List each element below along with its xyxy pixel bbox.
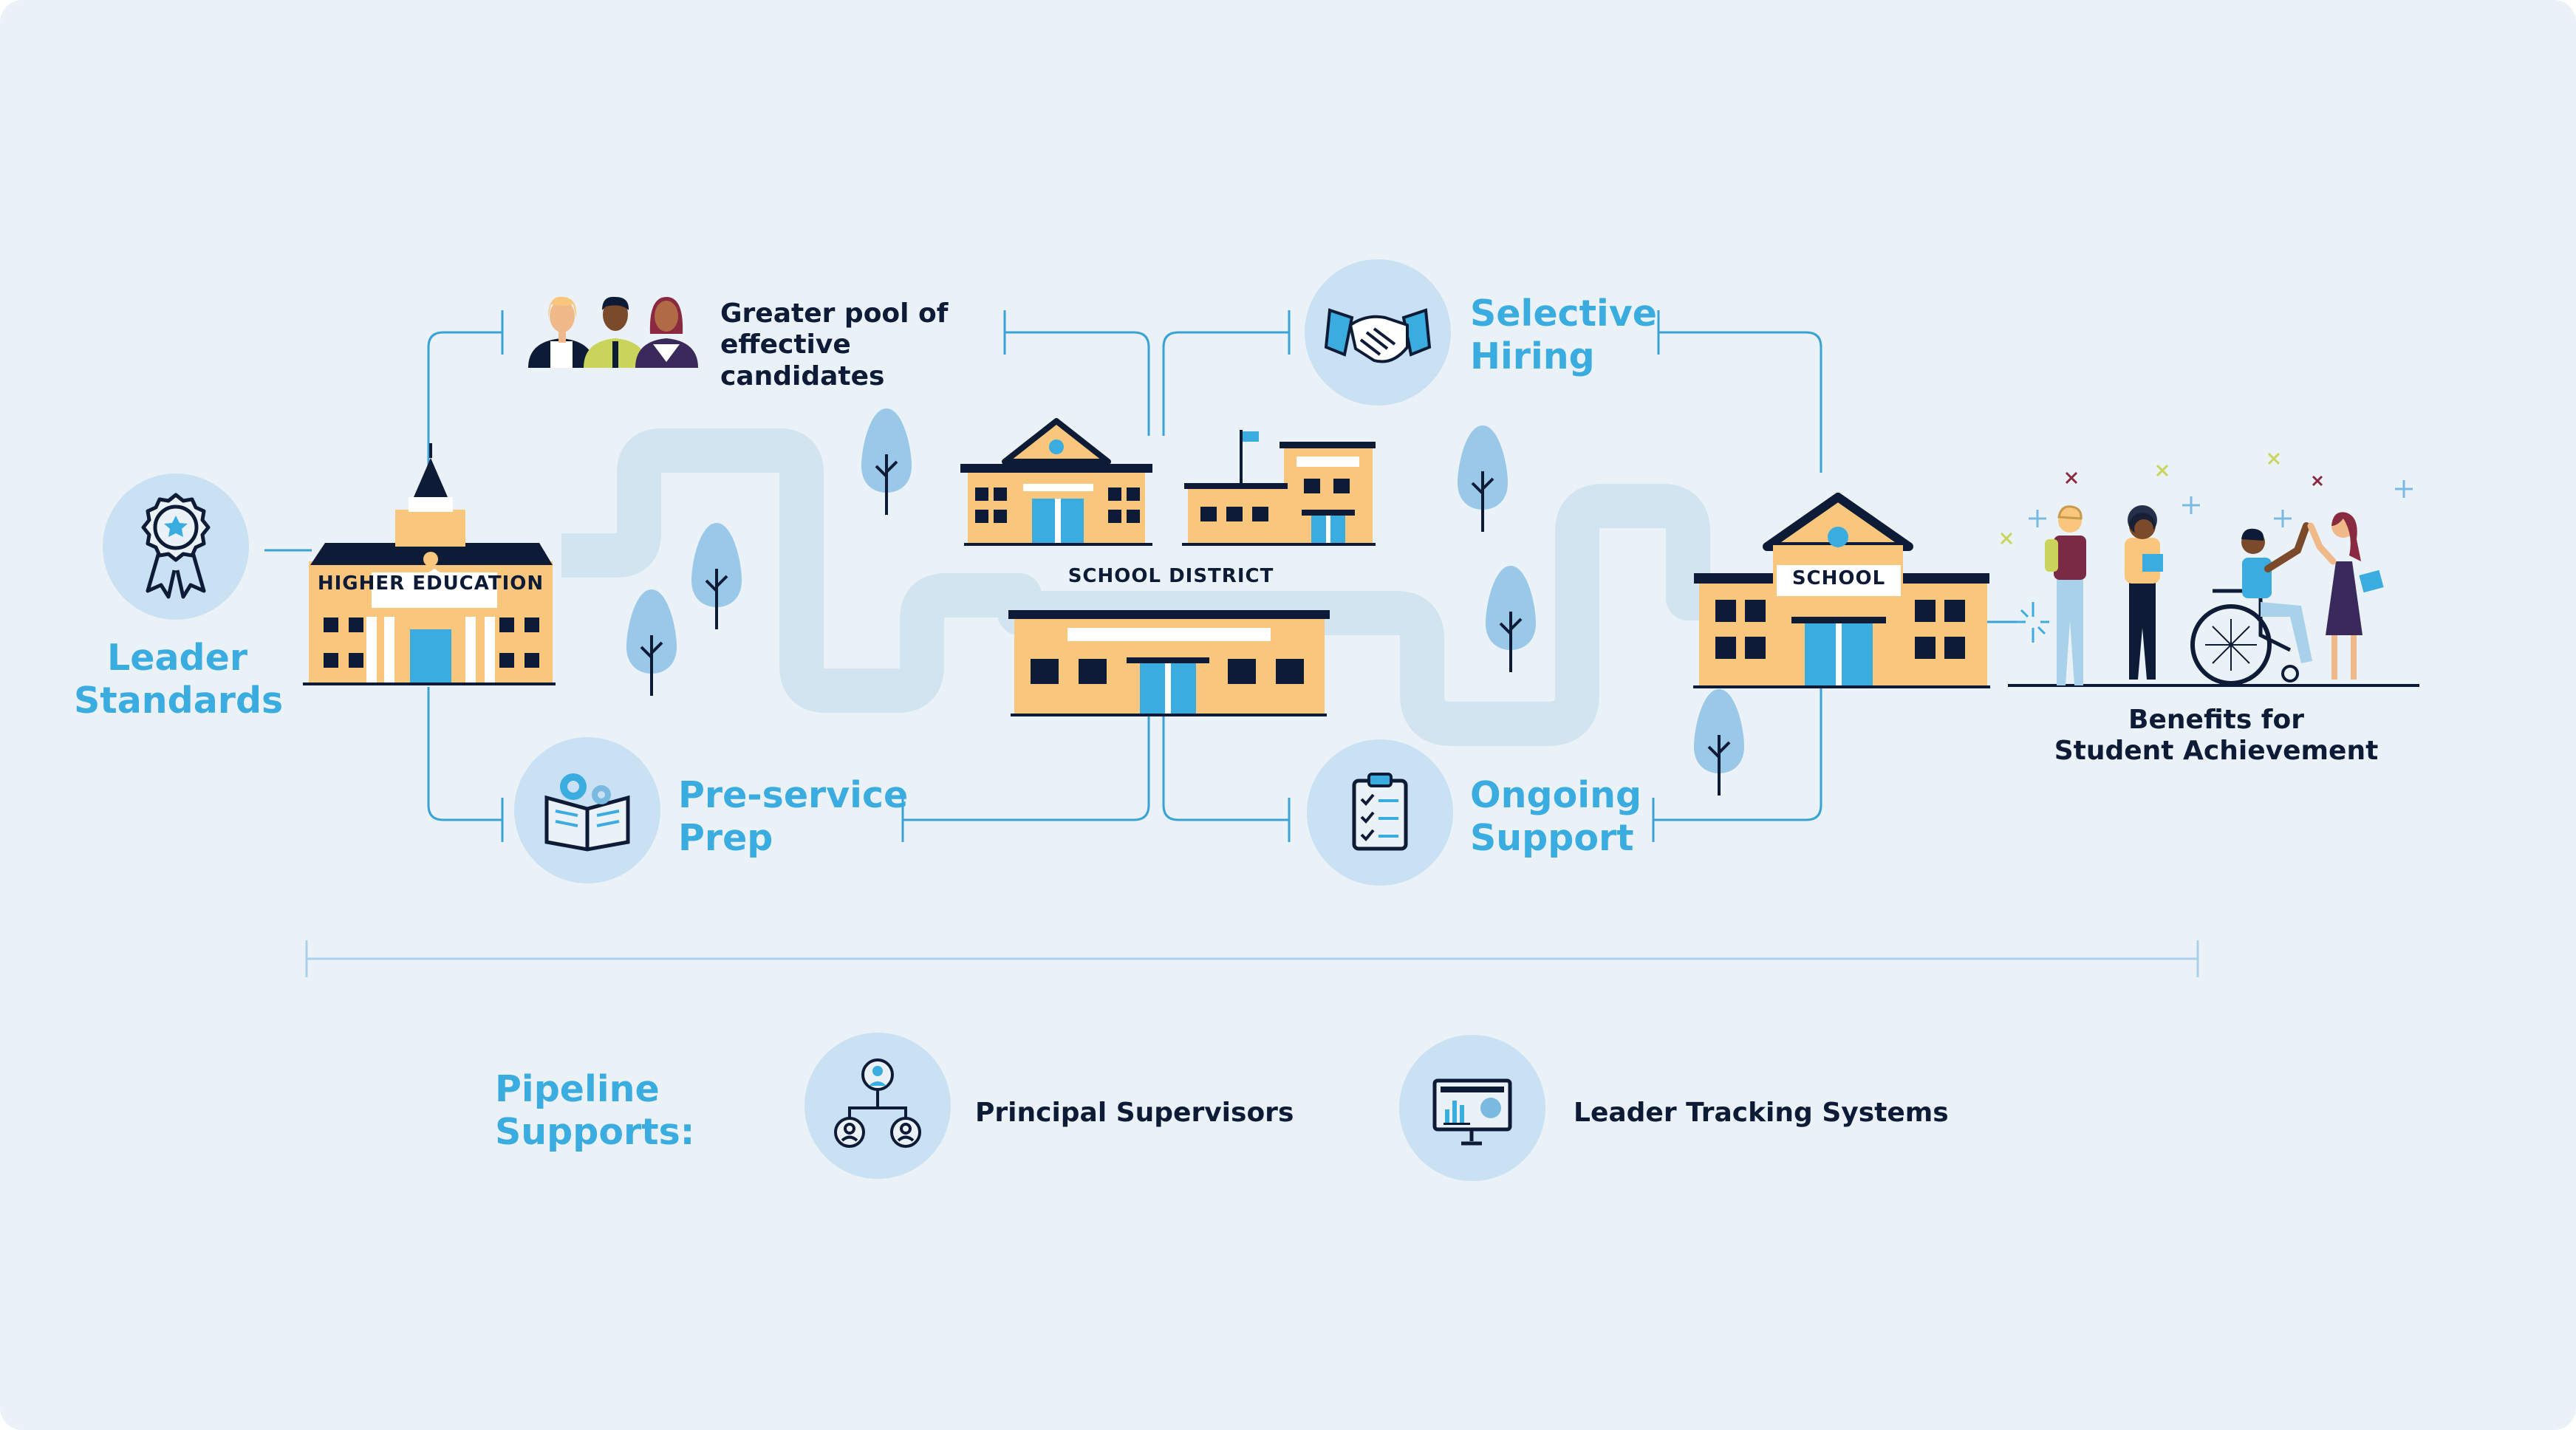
stage-leader-standards: Leader Standards <box>74 637 281 722</box>
checklist-clipboard-icon <box>1354 774 1406 849</box>
higher-education-label: HIGHER EDUCATION <box>312 572 549 595</box>
handshake-icon <box>1326 310 1429 362</box>
stage-selective-hiring: Selective Hiring <box>1470 292 1662 378</box>
pipeline-supports-title: Pipeline Supports: <box>495 1068 717 1154</box>
school-district-building-main <box>1008 610 1330 715</box>
candidates-callout: Greater pool of effective candidates <box>720 298 1001 392</box>
stage-ongoing-support: Ongoing Support <box>1470 774 1662 860</box>
stage-preservice-prep: Pre-service Prep <box>678 774 922 860</box>
principal-supervisors-label: Principal Supervisors <box>975 1098 1315 1129</box>
benefits-callout: Benefits for Student Achievement <box>2039 705 2394 767</box>
leader-tracking-systems-label: Leader Tracking Systems <box>1574 1098 1972 1129</box>
school-district-label: SCHOOL DISTRICT <box>1049 565 1293 588</box>
school-label: SCHOOL <box>1777 567 1901 590</box>
